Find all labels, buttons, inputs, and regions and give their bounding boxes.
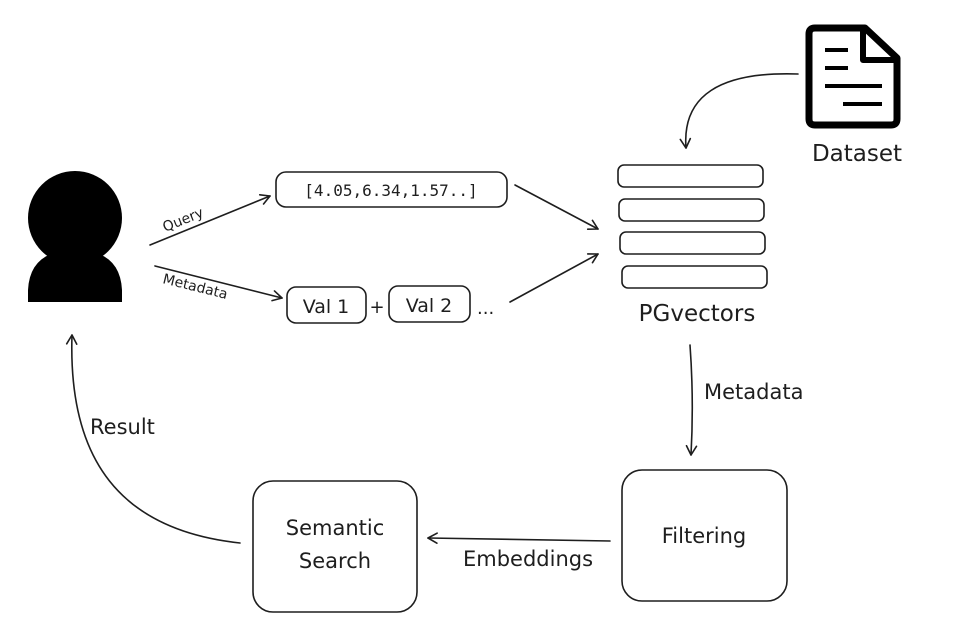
plus-sign: +: [369, 297, 384, 318]
filtering-label: Filtering: [662, 524, 746, 548]
semantic-search-box: Semantic Search: [252, 480, 418, 613]
document-icon: [805, 24, 901, 129]
query-arrow: [149, 193, 271, 246]
pgvectors-label: PGvectors: [639, 301, 756, 327]
vector-to-pgvectors-arrow: [514, 184, 599, 231]
semantic-label-line1: Semantic: [286, 516, 385, 540]
result-arrow: [65, 334, 241, 544]
embeddings-arrow: [427, 532, 611, 544]
values-to-pgvectors-arrow: [509, 253, 599, 303]
vector-text: [4.05,6.34,1.57..]: [304, 181, 477, 200]
metadata-down-arrow: [685, 344, 698, 456]
val1-box: Val 1: [286, 286, 367, 324]
val1-text: Val 1: [303, 296, 350, 318]
metadata-arrow: [154, 265, 283, 302]
val2-text: Val 2: [406, 295, 453, 317]
user-icon: [28, 171, 122, 302]
dataset-arrow: [679, 73, 799, 149]
val2-box: Val 2: [388, 285, 471, 323]
result-label: Result: [90, 415, 155, 439]
metadata-arrow-label: Metadata: [704, 380, 803, 404]
embeddings-label: Embeddings: [463, 547, 593, 571]
ellipsis: ...: [477, 298, 494, 319]
dataset-label: Dataset: [812, 141, 902, 167]
filtering-box: Filtering: [621, 469, 788, 602]
semantic-label-line2: Search: [299, 549, 371, 573]
pgvectors-stack: [617, 164, 768, 289]
vector-box: [4.05,6.34,1.57..]: [275, 171, 508, 208]
